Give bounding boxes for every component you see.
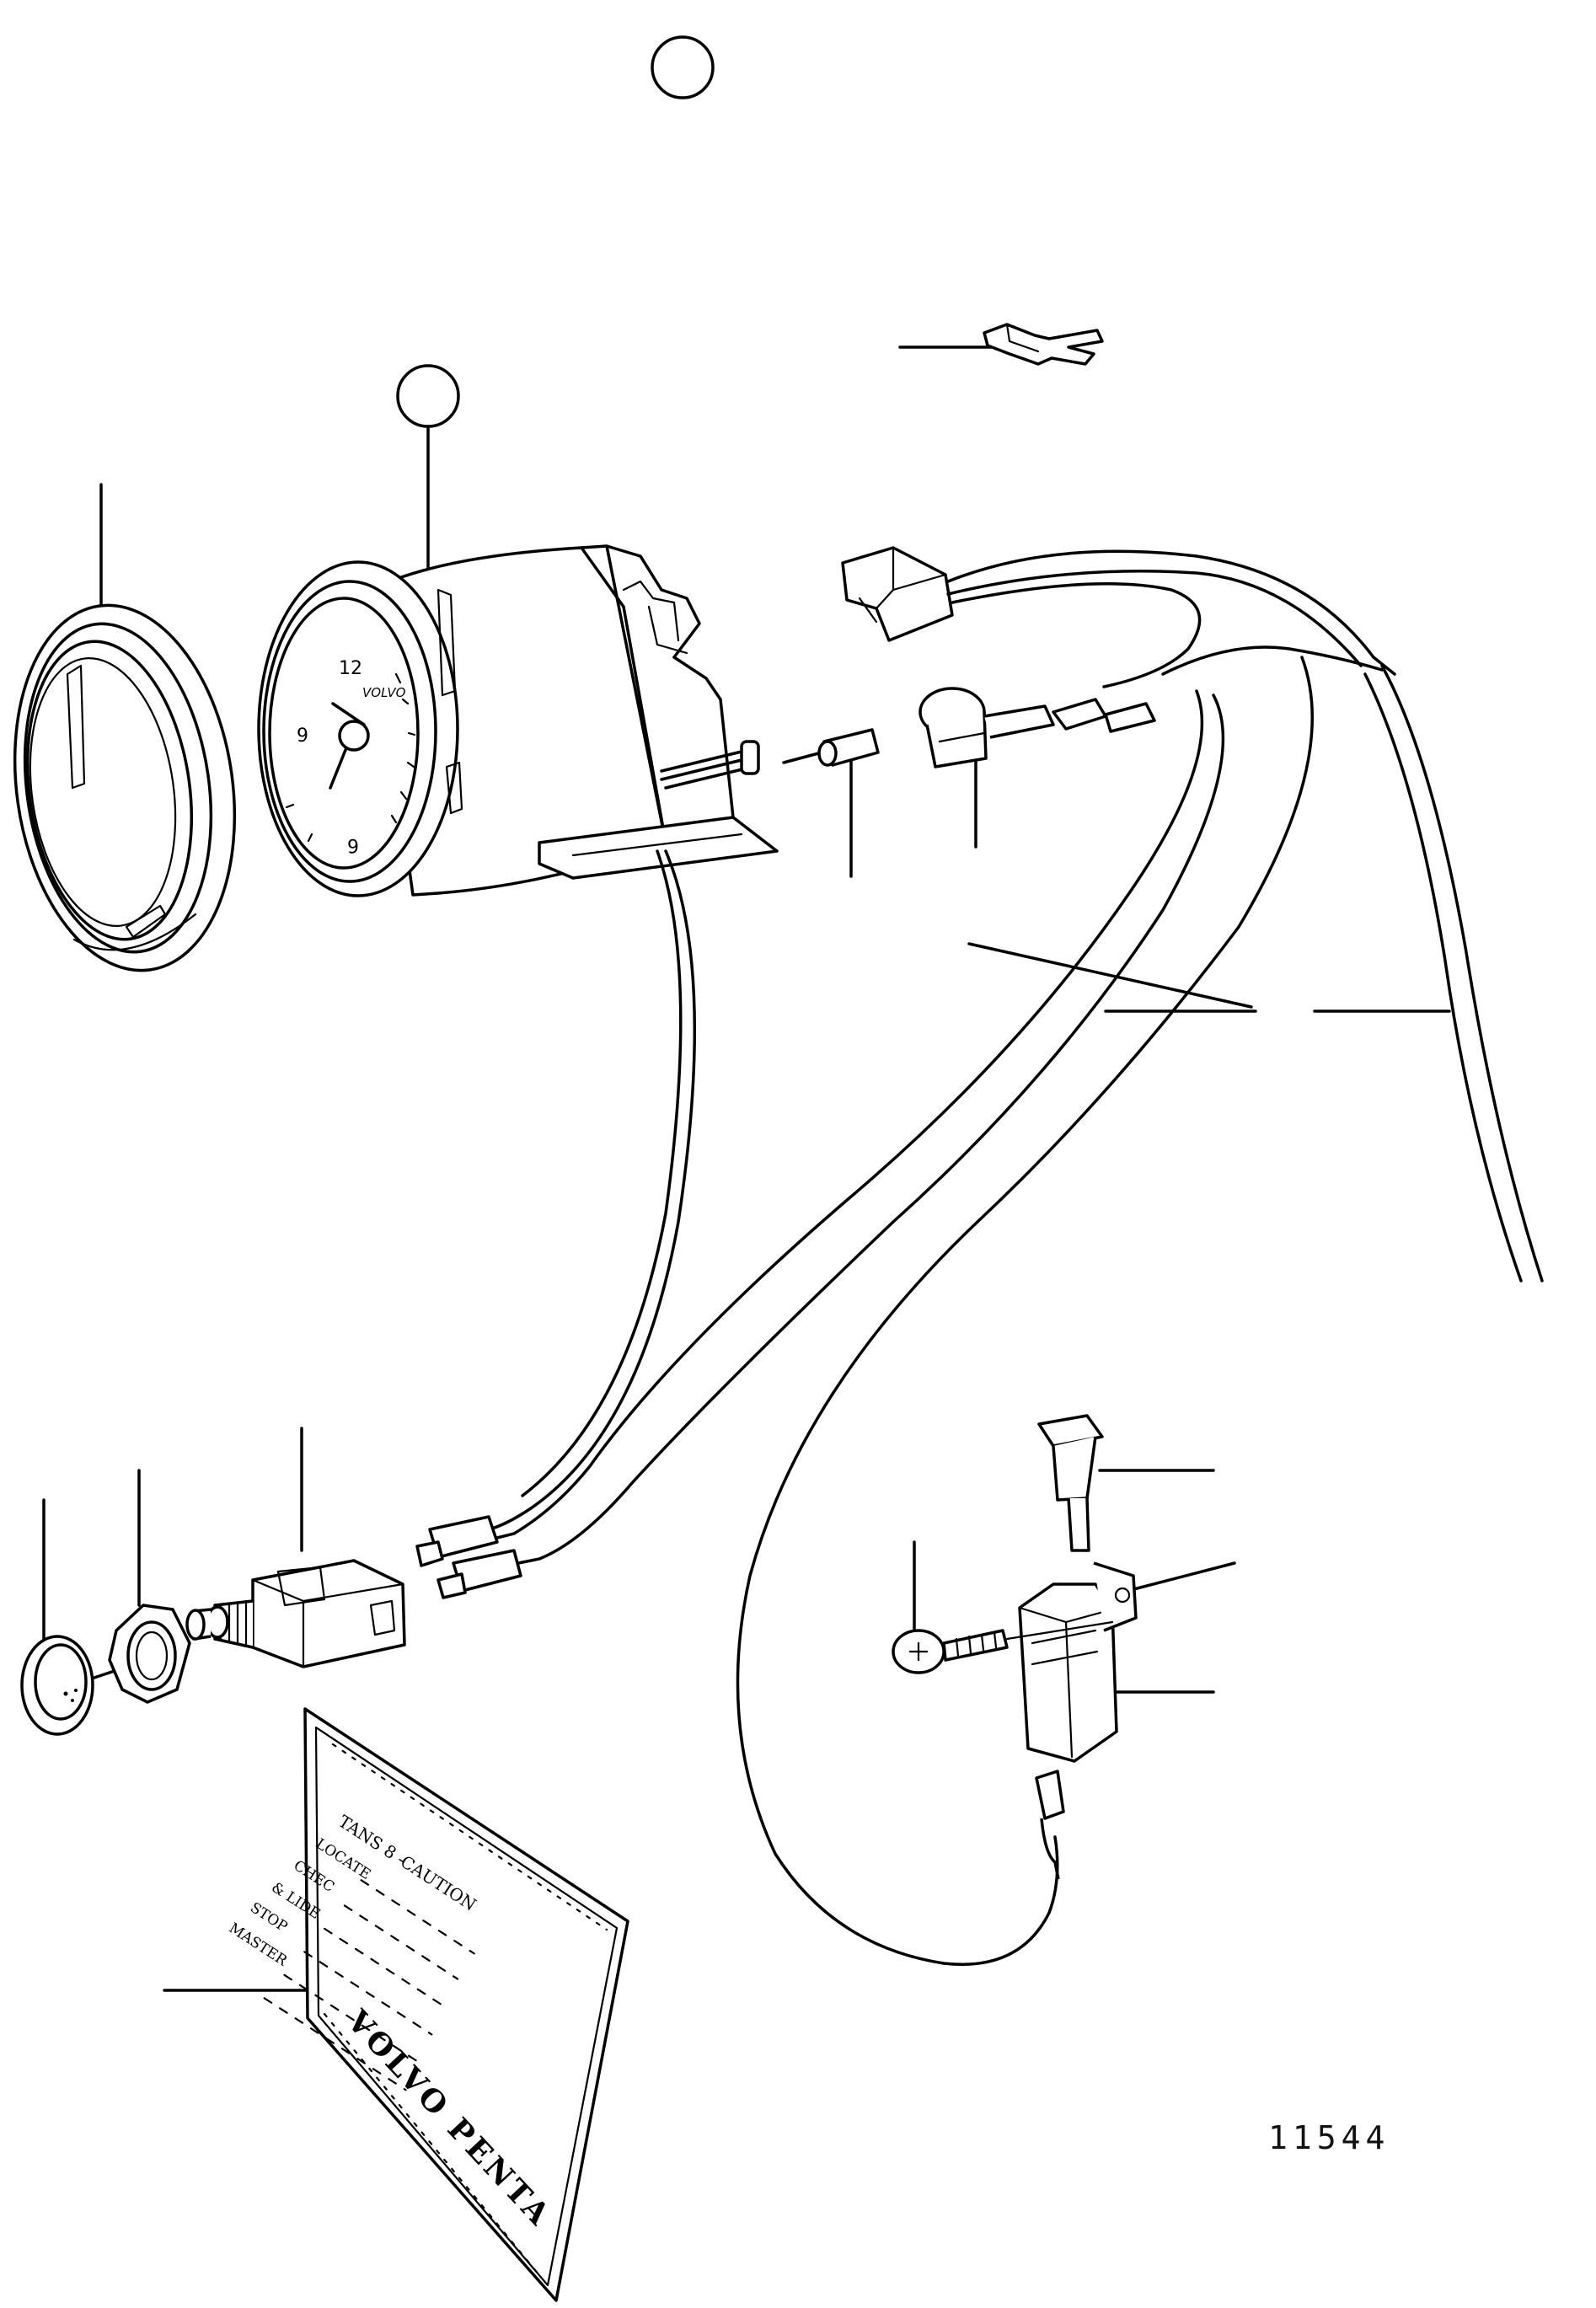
dial-number-12: 12 <box>339 658 362 679</box>
callout-circle-top <box>651 35 715 99</box>
fuse-wire-connector <box>1035 1770 1065 1880</box>
callout-circle-gauge <box>396 364 460 592</box>
wiring-harness <box>479 549 1544 1966</box>
push-switch <box>83 1559 406 1683</box>
screw <box>892 1620 1114 1674</box>
switch-cap <box>20 1635 94 1736</box>
mounting-bracket <box>538 656 779 880</box>
leader-lines <box>42 345 1451 1992</box>
dial-number-6: 6 <box>347 834 359 855</box>
dial-brand: VOLVO <box>362 685 406 700</box>
spade-connectors <box>415 1515 522 1599</box>
lock-nut <box>108 1604 191 1704</box>
drawing-number: 11544 <box>1268 2119 1390 2156</box>
bulb-holder <box>919 687 1055 768</box>
wire-clip <box>983 323 1104 366</box>
bezel-ring <box>13 603 237 972</box>
fuse-holder <box>1018 1414 1138 1763</box>
connector-block-top <box>841 546 954 642</box>
caution-plate: TANS 8 - CAUTION LOCATE CHEC & LIDE STOP… <box>226 1707 629 2302</box>
dial-number-9: 9 <box>297 726 308 747</box>
clock-gauge: 12 9 6 VOLVO <box>257 544 701 897</box>
plate-line-6: STOP <box>247 1899 290 1936</box>
bulb <box>782 728 880 767</box>
